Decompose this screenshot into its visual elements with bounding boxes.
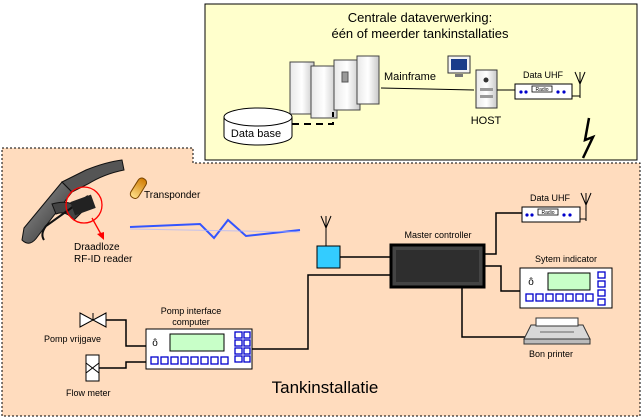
- system-indicator-panel: ô: [519, 267, 613, 309]
- central-title-line2: één of meerder tankinstallaties: [331, 26, 509, 41]
- mainframe-label: Mainframe: [384, 71, 436, 83]
- connection-lines: [252, 212, 526, 350]
- db-mainframe-link: [292, 112, 334, 125]
- database-label: Data base: [231, 128, 281, 140]
- rfid-reader-label-line1: Draadloze: [74, 242, 120, 253]
- rf-wave: [129, 218, 301, 240]
- flow-meter-link: [99, 361, 146, 369]
- flow-meter-label: Flow meter: [66, 388, 111, 398]
- site-title: Tankinstallatie: [272, 378, 379, 397]
- pump-release-valve-icon: [79, 312, 107, 328]
- rfid-reader-label-line2: RF-ID reader: [74, 254, 133, 265]
- transponder-label: Transponder: [144, 190, 201, 201]
- pump-computer-label-line2: computer: [172, 317, 210, 327]
- svg-text:ô: ô: [528, 277, 534, 288]
- central-data-uhf-label: Data UHF: [523, 70, 564, 80]
- bon-printer-label: Bon printer: [529, 349, 573, 359]
- transponder-icon: [129, 177, 148, 199]
- site-data-uhf-label: Data UHF: [530, 193, 571, 203]
- central-radio-text: Radio: [535, 87, 548, 93]
- host-computer-icon: [447, 55, 498, 109]
- site-radio-icon: [521, 192, 592, 223]
- master-controller-label: Master controller: [404, 230, 471, 240]
- flow-meter-icon: [85, 354, 100, 382]
- central-title-line1: Centrale dataverwerking:: [348, 10, 493, 25]
- svg-text:ô: ô: [152, 338, 158, 349]
- mainframe-icon: [289, 55, 380, 119]
- mainframe-host-link: [380, 87, 475, 91]
- host-label: HOST: [471, 115, 502, 127]
- database-icon: [223, 107, 293, 146]
- uhf-lightning-link: [581, 117, 596, 159]
- bon-printer-icon: [523, 317, 591, 345]
- system-indicator-label: Sytem indicator: [535, 254, 597, 264]
- central-radio-icon: [514, 71, 586, 100]
- pump-computer-panel: ô: [145, 328, 253, 370]
- valve-link: [106, 319, 146, 347]
- pump-release-label: Pomp vrijgave: [44, 334, 101, 344]
- site-radio-text: Radio: [541, 210, 554, 216]
- pump-computer-label-line1: Pomp interface: [161, 306, 222, 316]
- rfid-reader-icon: [65, 186, 104, 240]
